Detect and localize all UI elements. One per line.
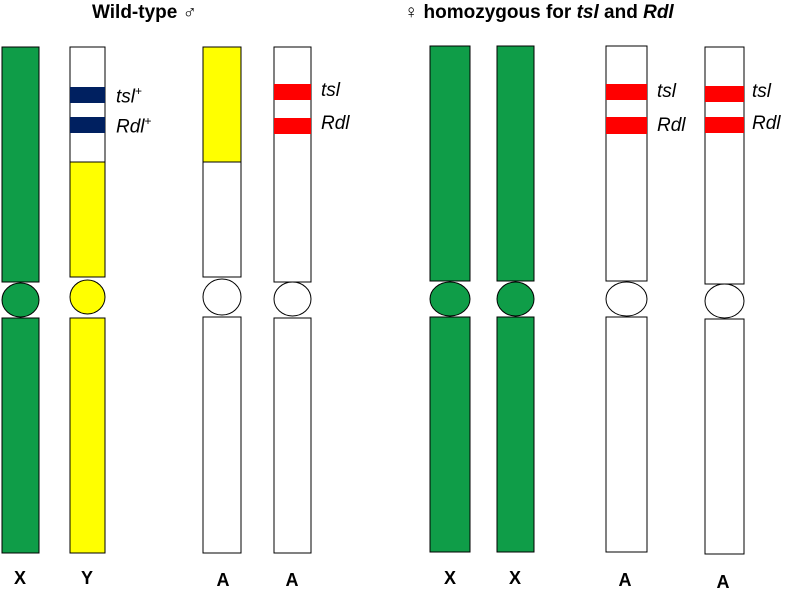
female-x1-centromere (429, 281, 471, 317)
male-a2-upper-arm (273, 46, 312, 283)
male-y-rdl-superscript: + (144, 114, 152, 128)
male-a2-rdl-band (274, 118, 311, 134)
male-x-upper-arm (1, 46, 40, 283)
female-x2-centromere (496, 281, 535, 317)
male-y-tsl-plus-label: tsl+ (116, 84, 142, 108)
female-heading-prefix: ♀ homozygous for (404, 2, 577, 23)
female-a1-rdl-band (606, 117, 647, 134)
label-x-female-2: X (508, 568, 521, 588)
male-y-chromosome (69, 46, 106, 554)
female-a2-centromere (704, 283, 745, 319)
female-a2-lower-arm (704, 318, 745, 555)
female-x-chromosome-2 (496, 45, 535, 553)
male-a1-upper-white (202, 161, 242, 278)
male-x-chromosome (1, 46, 40, 554)
female-autosome-1 (605, 45, 648, 553)
female-autosome-2 (704, 46, 745, 555)
male-y-rdl-text: Rdl (116, 116, 145, 138)
male-y-lower-arm (69, 317, 106, 554)
male-y-tsl-plus-band (70, 87, 105, 103)
male-y-tsl-text: tsl (116, 86, 135, 108)
label-x-male: X (13, 568, 26, 588)
label-y-male: Y (80, 568, 93, 588)
male-y-upper-white (69, 46, 106, 163)
male-a1-upper-yellow (202, 46, 242, 163)
male-x-centromere (1, 282, 40, 318)
male-autosome-2 (273, 46, 312, 554)
label-a-male-2: A (285, 570, 299, 590)
male-x-lower-arm (1, 317, 40, 554)
male-a-tsl-label: tsl (321, 80, 340, 101)
female-x-chromosome-1 (429, 45, 471, 553)
female-a1-lower-arm (605, 316, 648, 553)
label-x-female-1: X (443, 568, 456, 588)
female-x1-upper-arm (429, 45, 471, 282)
male-y-centromere (69, 279, 106, 315)
female-heading-gene-rdl: Rdl (643, 2, 674, 23)
female-a1-tsl-label: tsl (657, 81, 676, 102)
male-a-rdl-label: Rdl (321, 113, 350, 134)
female-a1-tsl-band (606, 84, 647, 100)
female-x2-lower-arm (496, 316, 535, 553)
female-heading-and: and (598, 2, 644, 23)
female-a2-tsl-label: tsl (752, 81, 771, 102)
male-heading: Wild-type ♂ (92, 2, 197, 23)
male-y-rdl-plus-band (70, 117, 105, 133)
label-a-female-2: A (716, 572, 730, 592)
female-heading: ♀ homozygous for tsl and Rdl (404, 2, 674, 24)
female-a1-centromere (605, 281, 648, 317)
male-a2-lower-arm (273, 317, 312, 554)
female-a2-tsl-band (705, 86, 744, 102)
female-a2-upper-arm (704, 46, 745, 285)
female-x2-upper-arm (496, 45, 535, 282)
male-a1-centromere (202, 278, 242, 316)
male-y-upper-yellow (69, 161, 106, 278)
female-a2-rdl-label: Rdl (752, 113, 781, 134)
male-y-rdl-plus-label: Rdl+ (116, 114, 152, 138)
female-a2-rdl-band (705, 117, 744, 133)
label-a-female-1: A (618, 570, 632, 590)
female-x1-lower-arm (429, 316, 471, 553)
female-heading-gene-tsl: tsl (576, 2, 599, 23)
male-a1-lower-arm (202, 316, 242, 554)
label-a-male-1: A (216, 570, 230, 590)
female-a1-rdl-label: Rdl (657, 115, 686, 136)
male-autosome-1 (202, 46, 242, 554)
male-a2-tsl-band (274, 84, 311, 100)
male-a2-centromere (273, 281, 312, 317)
female-a1-upper-arm (605, 45, 648, 282)
male-y-tsl-superscript: + (135, 84, 143, 98)
